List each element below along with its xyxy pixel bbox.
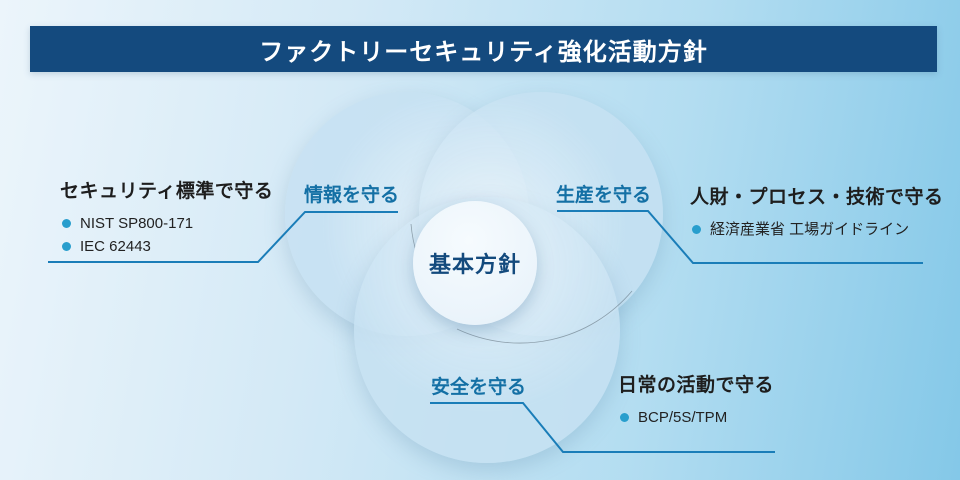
bullet-list-left: NIST SP800-171 IEC 62443: [60, 212, 273, 258]
label-protect-information: 情報を守る: [304, 185, 400, 206]
bullet-dot-icon: [62, 242, 71, 251]
bullet-item: NIST SP800-171: [62, 212, 273, 235]
center-label: 基本方針: [428, 252, 521, 277]
page-title: ファクトリーセキュリティ強化活動方針: [259, 38, 708, 66]
bullet-text: 経済産業省 工場ガイドライン: [710, 221, 910, 238]
bullet-item: 経済産業省 工場ガイドライン: [692, 218, 944, 241]
callout-heading-bottom: 日常の活動で守る: [618, 375, 775, 396]
callout-heading-left: セキュリティ標準で守る: [60, 181, 274, 202]
callout-heading-right: 人財・プロセス・技術で守る: [690, 187, 944, 208]
bullet-list-bottom: BCP/5S/TPM: [618, 406, 774, 429]
callout-security-standards: セキュリティ標準で守る NIST SP800-171 IEC 62443: [60, 176, 273, 258]
label-protect-production: 生産を守る: [556, 185, 652, 206]
bullet-text: BCP/5S/TPM: [638, 409, 728, 426]
bullet-dot-icon: [692, 225, 701, 234]
callout-daily-activities: 日常の活動で守る BCP/5S/TPM: [618, 370, 774, 429]
label-protect-safety: 安全を守る: [431, 377, 527, 398]
bullet-dot-icon: [620, 413, 629, 422]
bullet-item: BCP/5S/TPM: [620, 406, 774, 429]
title-bar: ファクトリーセキュリティ強化活動方針: [30, 26, 937, 72]
callout-people-process-technology: 人財・プロセス・技術で守る 経済産業省 工場ガイドライン: [690, 182, 944, 241]
bullet-text: NIST SP800-171: [80, 215, 194, 232]
venn-center-circle: 基本方針: [413, 201, 537, 325]
bullet-item: IEC 62443: [62, 235, 273, 258]
bullet-list-right: 経済産業省 工場ガイドライン: [690, 218, 944, 241]
bullet-text: IEC 62443: [80, 238, 151, 255]
bullet-dot-icon: [62, 219, 71, 228]
